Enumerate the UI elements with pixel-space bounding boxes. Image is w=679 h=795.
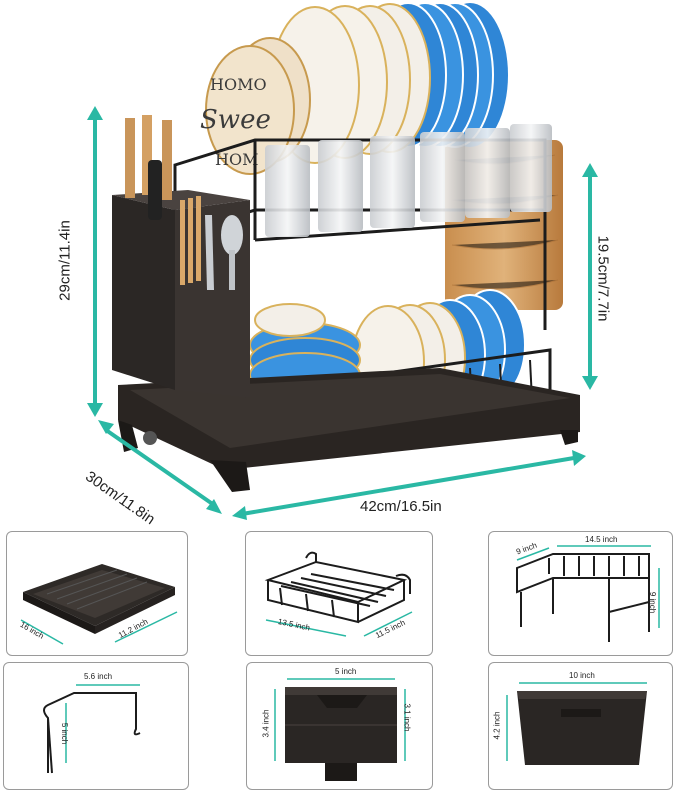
plate-text-2: Swee bbox=[200, 105, 271, 135]
hook-panel: 5.6 inch 5 inch bbox=[3, 662, 189, 790]
upper-plates: HOMO Swee HOM bbox=[200, 2, 508, 175]
hook-illustration bbox=[43, 684, 141, 774]
upper-rack-height-label: 9 inch bbox=[648, 591, 658, 614]
cup-box-panel: 10 inch 4.2 inch bbox=[488, 662, 673, 790]
drip-tray-panel: 16 inch 11.2 inch bbox=[6, 531, 188, 656]
utensil-holder-illustration bbox=[274, 678, 406, 781]
utensil-holder-right-height-label: 3.1 inch bbox=[402, 703, 412, 732]
lower-rack-panel: 13.5 inch 11.5 inch bbox=[245, 531, 433, 656]
plate-text-3: HOM bbox=[215, 150, 258, 169]
shelf-height-dimension-label: 19.5cm/7.7in bbox=[594, 235, 612, 322]
width-dimension-label: 42cm/16.5in bbox=[360, 498, 442, 515]
cup-box-height-label: 4.2 inch bbox=[492, 711, 502, 740]
utensil-holder-panel: 5 inch 3.4 inch 3.1 inch bbox=[246, 662, 433, 790]
cup-box-width-label: 10 inch bbox=[569, 671, 595, 680]
dish-rack-product-image: HOMO Swee HOM bbox=[87, 2, 598, 520]
height-dimension-label: 29cm/11.4in bbox=[56, 220, 74, 301]
cup-box-illustration bbox=[506, 682, 647, 765]
dimension-arrows bbox=[87, 106, 598, 520]
glasses bbox=[265, 124, 552, 237]
utensil-holder-left-height-label: 3.4 inch bbox=[261, 709, 271, 738]
plate-text-1: HOMO bbox=[210, 75, 267, 94]
hook-height-label: 5 inch bbox=[60, 722, 70, 745]
hook-width-label: 5.6 inch bbox=[84, 672, 113, 681]
lower-rack-illustration bbox=[264, 551, 413, 637]
upper-rack-right-width-label: 14.5 inch bbox=[585, 535, 618, 544]
knife-handles bbox=[125, 115, 243, 290]
upper-rack-panel: 9 inch 14.5 inch 9 inch bbox=[488, 531, 673, 656]
drip-tray-illustration bbox=[20, 564, 178, 645]
utensil-holder-width-label: 5 inch bbox=[335, 667, 357, 676]
upper-rack-illustration bbox=[516, 545, 660, 642]
